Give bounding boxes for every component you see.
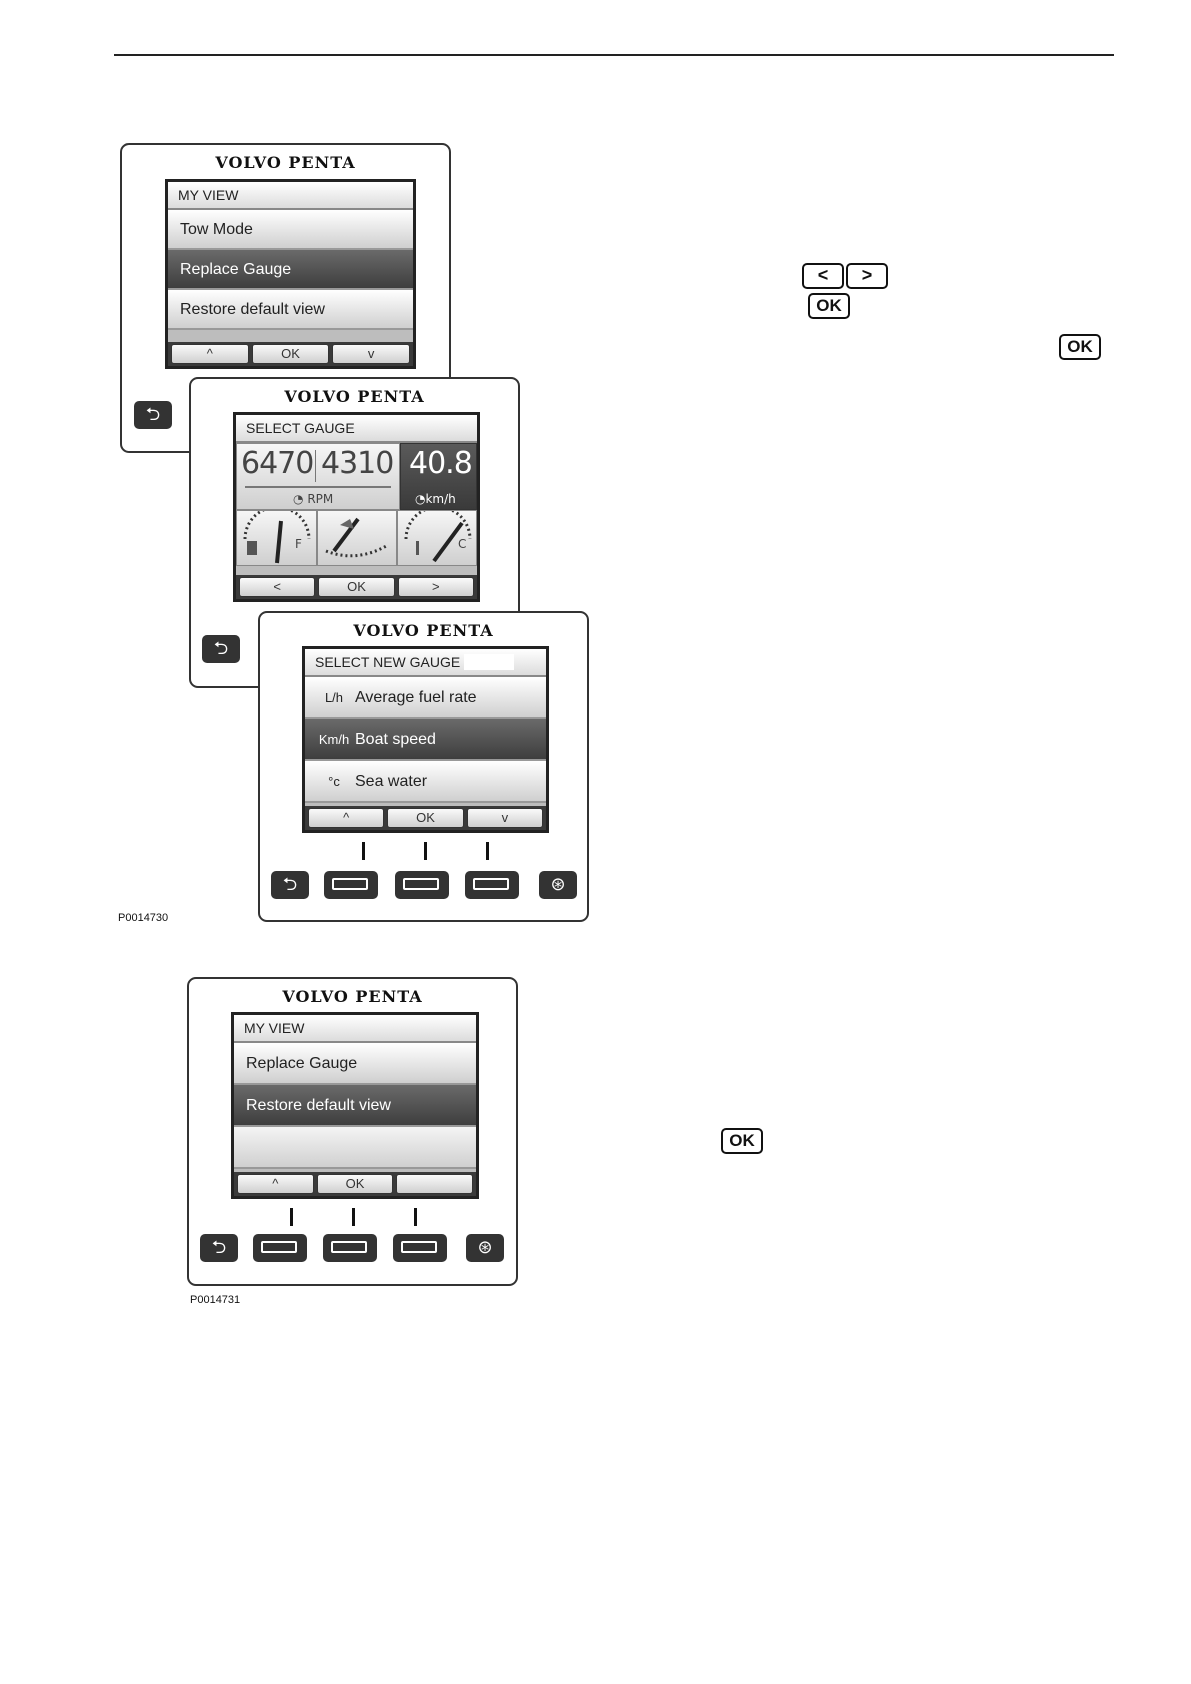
softkey-ok[interactable]: OK — [318, 577, 395, 597]
gauge-mode-button[interactable]: ⊛ — [466, 1234, 504, 1262]
ok-key-icon: OK — [721, 1128, 763, 1154]
back-icon: ⮌ — [213, 638, 229, 659]
fuel-pump-icon — [247, 541, 257, 555]
menu-item-restore-default[interactable]: Restore default view — [168, 290, 413, 330]
menu-item-tow-mode[interactable]: Tow Mode — [168, 210, 413, 250]
hardware-button-middle[interactable] — [395, 871, 449, 899]
trim-gauge[interactable] — [317, 510, 397, 566]
rpm-divider — [315, 450, 316, 482]
softkey-link — [290, 1208, 293, 1226]
temp-gauge[interactable]: C — [397, 505, 477, 566]
softkey-ok[interactable]: OK — [387, 808, 464, 828]
back-icon: ⮌ — [145, 404, 161, 425]
speedometer-icon: ◔ — [415, 492, 426, 506]
screen-title: SELECT GAUGE — [236, 415, 477, 443]
thermometer-icon — [416, 541, 419, 555]
brand-logo: VOLVO PENTA — [282, 987, 423, 1006]
trim-dial — [325, 517, 389, 558]
ok-key-icon: OK — [1059, 334, 1101, 360]
menu-item-empty — [234, 1127, 476, 1169]
softkey-left[interactable]: < — [239, 577, 316, 597]
back-button[interactable]: ⮌ — [271, 871, 309, 899]
fuel-rate-icon: L/h — [324, 690, 344, 705]
hardware-button-left[interactable] — [324, 871, 378, 899]
fuel-gauge[interactable]: F — [236, 505, 317, 566]
rpm-left-value: 6470 — [241, 446, 314, 481]
figure-caption-2: P0014731 — [190, 1294, 241, 1306]
rpm-line — [245, 486, 391, 488]
brand-logo: VOLVO PENTA — [215, 153, 356, 172]
rpm-gauge[interactable]: 6470 4310 ◔ RPM — [236, 443, 400, 510]
softkey-bar: ^ OK v — [168, 342, 413, 366]
back-icon: ⮌ — [282, 874, 298, 895]
softkey-bar: ^ OK — [234, 1172, 476, 1196]
back-button[interactable]: ⮌ — [200, 1234, 238, 1262]
menu-item-replace-gauge[interactable]: Replace Gauge — [234, 1043, 476, 1085]
top-rule — [114, 54, 1114, 56]
softkey-up[interactable]: ^ — [237, 1174, 314, 1194]
hardware-button-middle[interactable] — [323, 1234, 377, 1262]
left-key-icon: < — [802, 263, 844, 289]
sea-water-temp-icon: °c — [328, 774, 340, 789]
right-key-icon: > — [846, 263, 888, 289]
tacho-icon: ◔ — [293, 492, 304, 506]
gauge-mode-button[interactable]: ⊛ — [539, 871, 577, 899]
device-panel-my-view: VOLVO PENTA MY VIEW Tow Mode Replace Gau… — [120, 143, 451, 453]
speed-unit: ◔km/h — [415, 492, 456, 506]
softkey-link — [352, 1208, 355, 1226]
softkey-ok[interactable]: OK — [251, 344, 330, 364]
menu-item-restore-default[interactable]: Restore default view — [234, 1085, 476, 1127]
screen-title: MY VIEW — [168, 182, 413, 210]
ok-key-icon: OK — [808, 293, 850, 319]
temp-label: C — [458, 537, 467, 551]
speed-value: 40.8 — [409, 446, 473, 481]
hardware-button-left[interactable] — [253, 1234, 307, 1262]
back-icon: ⮌ — [211, 1237, 227, 1258]
softkey-ok[interactable]: OK — [316, 1174, 394, 1194]
display-screen: MY VIEW Tow Mode Replace Gauge Restore d… — [165, 179, 416, 369]
trim-icon — [340, 519, 354, 529]
softkey-bar: < OK > — [236, 575, 477, 599]
dial-icon: ⊛ — [550, 874, 566, 895]
screen-title: MY VIEW — [234, 1015, 476, 1043]
softkey-link — [424, 842, 427, 860]
fuel-dial — [243, 505, 311, 564]
hardware-button-right[interactable] — [465, 871, 519, 899]
menu-item-replace-gauge[interactable]: Replace Gauge — [168, 250, 413, 290]
brand-logo: VOLVO PENTA — [284, 387, 425, 406]
display-screen: SELECT GAUGE 6470 4310 ◔ RPM 40.8 ◔km/h … — [233, 412, 480, 602]
rpm-unit: ◔ RPM — [293, 492, 334, 506]
back-button[interactable]: ⮌ — [202, 635, 240, 663]
hardware-button-right[interactable] — [393, 1234, 447, 1262]
title-highlight — [464, 654, 514, 670]
figure-caption-1: P0014730 — [118, 912, 169, 924]
softkey-up[interactable]: ^ — [171, 344, 249, 364]
display-screen: MY VIEW Replace Gauge Restore default vi… — [231, 1012, 479, 1199]
softkey-link — [414, 1208, 417, 1226]
softkey-bar: ^ OK v — [305, 806, 546, 830]
speed-gauge[interactable]: 40.8 ◔km/h — [400, 443, 477, 510]
rpm-right-value: 4310 — [321, 446, 394, 481]
softkey-down[interactable]: v — [466, 808, 543, 828]
back-button[interactable]: ⮌ — [134, 401, 172, 429]
softkey-link — [486, 842, 489, 860]
fuel-full-label: F — [295, 537, 302, 551]
softkey-up[interactable]: ^ — [308, 808, 385, 828]
softkey-link — [362, 842, 365, 860]
softkey-right[interactable]: > — [397, 577, 474, 597]
brand-logo: VOLVO PENTA — [353, 621, 494, 640]
device-panel-my-view-restore: VOLVO PENTA MY VIEW Replace Gauge Restor… — [187, 977, 518, 1286]
speedometer-icon: Km/h — [318, 732, 350, 747]
screen-title: SELECT NEW GAUGE — [305, 649, 546, 677]
softkey-empty[interactable] — [396, 1174, 474, 1194]
dial-icon: ⊛ — [477, 1237, 493, 1258]
softkey-down[interactable]: v — [332, 344, 411, 364]
